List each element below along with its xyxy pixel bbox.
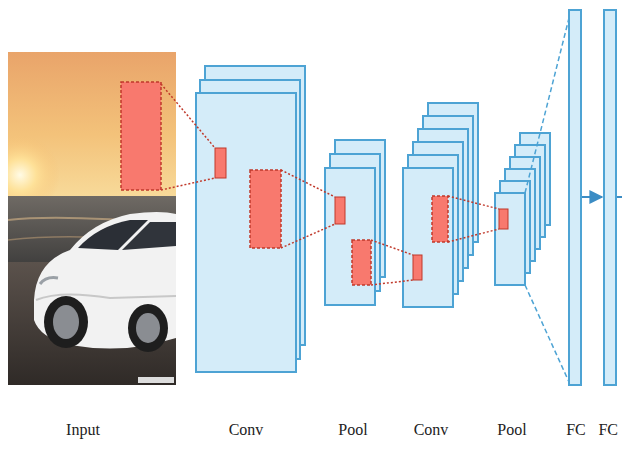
layer-label: Pool <box>338 420 367 440</box>
fc-layer <box>569 10 581 385</box>
fc-arrow <box>582 196 602 198</box>
pool-stack <box>495 133 550 285</box>
layer-label: FC <box>598 420 618 440</box>
layer-label: Input <box>66 420 100 440</box>
input-photo <box>8 52 176 385</box>
layer-label: Conv <box>414 420 449 440</box>
output-line <box>617 196 622 198</box>
layer-label: Pool <box>497 420 526 440</box>
pool-stack <box>325 140 385 305</box>
conv-stack <box>403 103 478 307</box>
receptive-field-lines <box>161 84 499 285</box>
fc-projection-lines <box>525 18 569 382</box>
fc-layer <box>604 10 616 385</box>
layer-label: FC <box>566 420 586 440</box>
conv-stack <box>196 66 305 372</box>
layer-label: Conv <box>229 420 264 440</box>
